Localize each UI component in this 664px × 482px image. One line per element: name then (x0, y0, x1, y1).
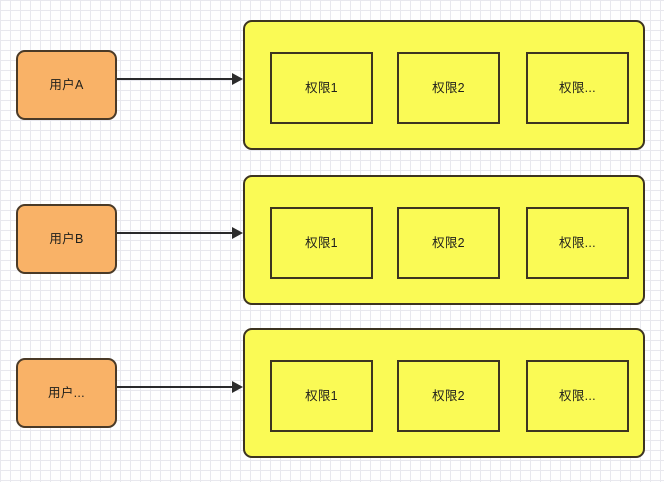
permission-box-label: 权限2 (432, 388, 465, 403)
permission-box-label: 权限... (559, 388, 596, 403)
user-node-label: 用户B (49, 231, 84, 246)
permission-group-1[interactable]: 权限1 权限2 权限... (243, 20, 645, 150)
user-node-label: 用户A (49, 77, 84, 92)
permission-box[interactable]: 权限2 (397, 207, 500, 279)
permission-box-label: 权限1 (305, 388, 338, 403)
arrow-head-icon (232, 73, 243, 85)
connector-3 (117, 380, 243, 394)
permission-box[interactable]: 权限... (526, 52, 629, 124)
permission-box-label: 权限2 (432, 235, 465, 250)
user-node-3[interactable]: 用户... (16, 358, 117, 428)
connector-1 (117, 72, 243, 86)
permission-box-label: 权限1 (305, 80, 338, 95)
connector-2 (117, 226, 243, 240)
permission-box[interactable]: 权限... (526, 207, 629, 279)
user-node-2[interactable]: 用户B (16, 204, 117, 274)
permission-box-label: 权限1 (305, 235, 338, 250)
user-node-label: 用户... (48, 385, 85, 400)
permission-box[interactable]: 权限1 (270, 52, 373, 124)
permission-box[interactable]: 权限2 (397, 360, 500, 432)
permission-box[interactable]: 权限... (526, 360, 629, 432)
user-node-1[interactable]: 用户A (16, 50, 117, 120)
connector-line (117, 386, 233, 388)
arrow-head-icon (232, 381, 243, 393)
permission-box[interactable]: 权限2 (397, 52, 500, 124)
permission-box[interactable]: 权限1 (270, 360, 373, 432)
permission-box-label: 权限... (559, 80, 596, 95)
permission-group-3[interactable]: 权限1 权限2 权限... (243, 328, 645, 458)
connector-line (117, 78, 233, 80)
permission-box[interactable]: 权限1 (270, 207, 373, 279)
permission-group-2[interactable]: 权限1 权限2 权限... (243, 175, 645, 305)
permission-box-label: 权限2 (432, 80, 465, 95)
connector-line (117, 232, 233, 234)
arrow-head-icon (232, 227, 243, 239)
permission-box-label: 权限... (559, 235, 596, 250)
